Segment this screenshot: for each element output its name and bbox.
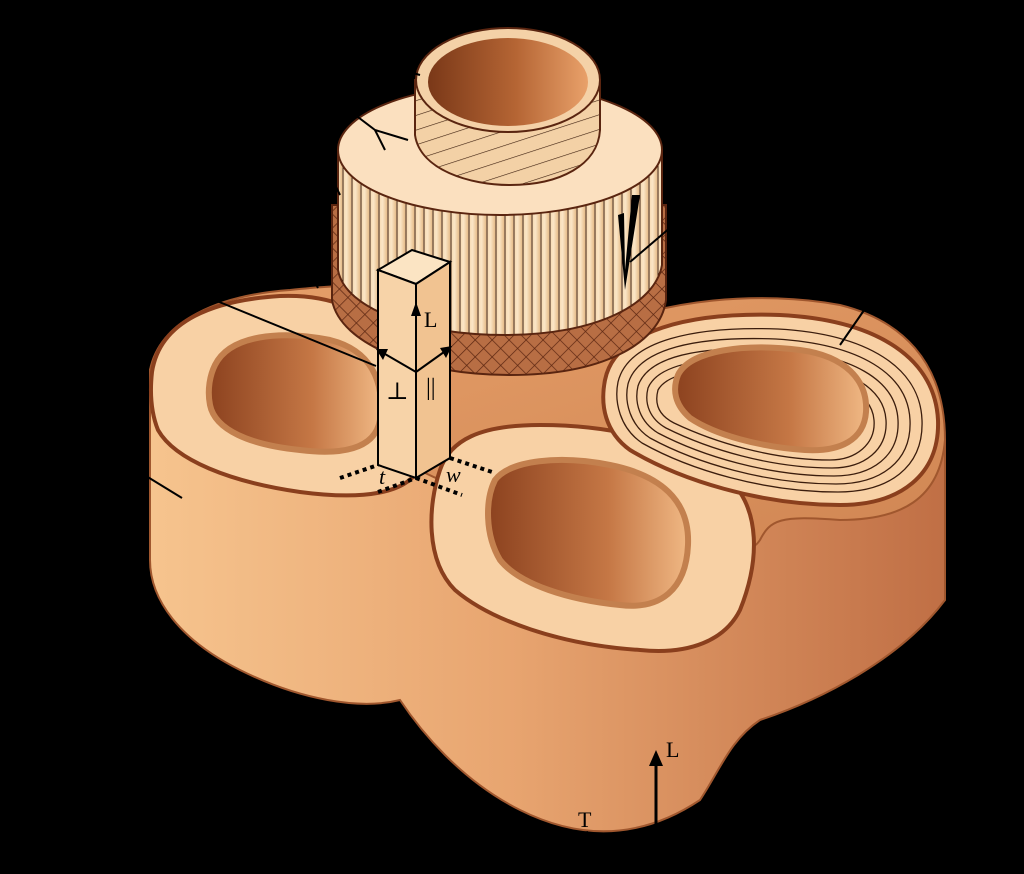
t-axis-arrow (574, 831, 588, 844)
conceptual-label-1: conceptual (833, 187, 933, 212)
mfa-label: MFA (676, 167, 725, 192)
axis-t-label: T (578, 807, 592, 832)
s3-lumen (428, 38, 588, 126)
right-cell-lumen (672, 344, 870, 454)
leader-lines (119, 57, 879, 499)
conceptual-label-3: in S2 layer (834, 260, 934, 285)
width-label: w (446, 462, 461, 487)
front-cell-lumen (485, 457, 692, 609)
pillar-axis-label: L (424, 307, 437, 332)
s2-label: S2 (299, 55, 323, 80)
secondary-label-1: secondary (148, 2, 242, 27)
conceptual-label-2: concentric lamellae (779, 225, 958, 250)
axis-r-label: R (713, 792, 728, 817)
s1-label: S1 (271, 80, 295, 105)
thickness-label: t (379, 464, 386, 489)
cml-label: CML (230, 192, 280, 217)
perpendicular-symbol: ⊥ (386, 379, 409, 405)
right-cell-lamellae (601, 312, 941, 508)
micropillar-prism (339, 248, 493, 497)
r-axis-arrow (718, 817, 732, 830)
coordinate-axes (582, 762, 724, 864)
axis-l-label: L (666, 737, 679, 762)
secondary-label-2: wall layers (144, 37, 244, 62)
micropillar-label: micropillar (72, 260, 175, 285)
mfa-wedge (618, 195, 640, 290)
left-cell-lumen (205, 332, 384, 455)
s3-label: S3 (337, 30, 361, 55)
l-axis-arrow (649, 750, 663, 766)
wood-cell-label: wood cell (2, 428, 92, 453)
parallel-symbol: || (426, 375, 436, 401)
